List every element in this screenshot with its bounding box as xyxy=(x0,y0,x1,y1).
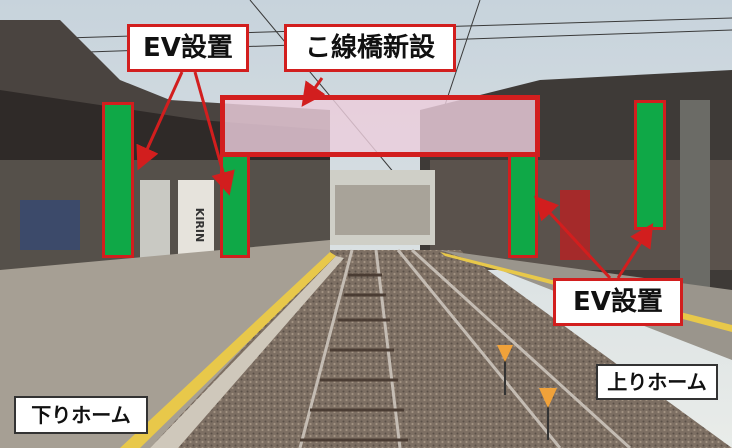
kirin-sign: KIRIN xyxy=(193,208,206,242)
label-new-overpass: こ線橋新設 xyxy=(284,24,456,72)
left-platform-edge xyxy=(150,256,344,448)
label-ev-installation-top: EV設置 xyxy=(127,24,249,72)
overpass-bridge-outline xyxy=(220,95,540,157)
track-sign-2 xyxy=(539,388,557,440)
right-mast xyxy=(680,100,710,300)
sleepers xyxy=(300,273,408,442)
overpass-bridge-fill xyxy=(224,99,536,155)
elevator-right-outer xyxy=(634,100,666,230)
label-ev-installation-right: EV設置 xyxy=(553,278,683,326)
arrow-bridge xyxy=(301,77,326,107)
arrow-ev-left-outer xyxy=(136,71,184,171)
distant-buildings xyxy=(335,185,430,235)
left-platform-yellow-line xyxy=(120,252,336,448)
elevator-left-outer xyxy=(102,102,134,258)
left-column xyxy=(140,180,170,260)
track-sign-1 xyxy=(497,345,513,395)
left-window xyxy=(20,200,80,250)
arrow-ev-right-inner xyxy=(533,195,612,280)
arrow-ev-right-outer xyxy=(616,222,654,279)
right-red-panel xyxy=(560,190,590,260)
label-down-platform: 下りホーム xyxy=(14,396,148,434)
arrow-ev-left-inner xyxy=(193,71,235,196)
label-up-platform: 上りホーム xyxy=(596,364,718,400)
